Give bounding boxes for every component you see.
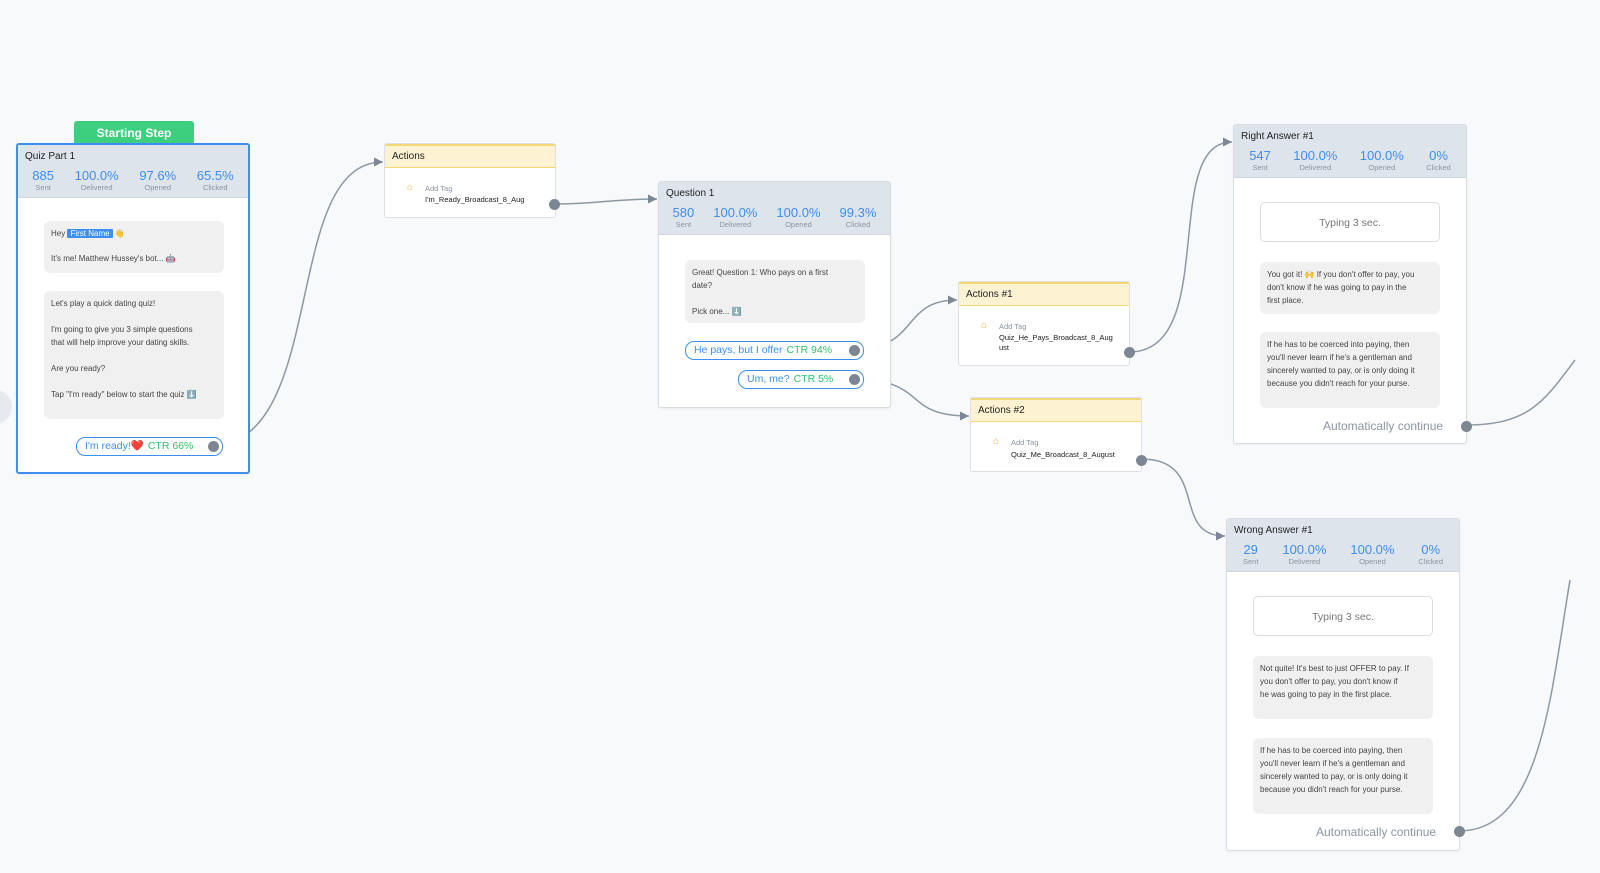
connector-wrong-continue bbox=[1458, 579, 1571, 832]
tag-icon: ⌂ bbox=[981, 320, 988, 331]
tag-value: Quiz_He_Pays_Broadcast_8_August bbox=[999, 333, 1113, 352]
stat-opened: 100.0%Opened bbox=[776, 205, 821, 229]
tag-icon: ⌂ bbox=[407, 182, 414, 193]
connector-dot[interactable] bbox=[208, 441, 219, 452]
connector-dot[interactable] bbox=[549, 199, 560, 210]
stat-clicked: 0%Clicked bbox=[1418, 542, 1443, 566]
message-bubble: You got it! 🙌 If you don't offer to pay,… bbox=[1260, 262, 1440, 314]
message-bubble: Great! Question 1: Who pays on a first d… bbox=[685, 260, 865, 323]
node-title: Question 1 bbox=[659, 182, 890, 203]
connector-dot[interactable] bbox=[849, 345, 860, 356]
first-name-variable: First Name bbox=[67, 229, 113, 238]
stat-delivered: 100.0%Delivered bbox=[1282, 542, 1327, 566]
node-actions-1[interactable]: Actions #1 ⌂ Add Tag Quiz_He_Pays_Broadc… bbox=[958, 281, 1135, 366]
connector-dot[interactable] bbox=[1454, 826, 1465, 837]
add-tag-label: Add Tag bbox=[425, 184, 453, 193]
stat-clicked: 65.5%Clicked bbox=[196, 168, 234, 192]
connector-right-continue bbox=[1465, 359, 1576, 426]
quick-reply-im-ready[interactable]: I'm ready!❤️CTR 66% bbox=[76, 437, 223, 456]
stat-clicked: 99.3%Clicked bbox=[839, 205, 877, 229]
message-bubble: Let's play a quick dating quiz! I'm goin… bbox=[44, 291, 224, 419]
node-title: Wrong Answer #1 bbox=[1227, 519, 1459, 540]
connector-dot[interactable] bbox=[1124, 347, 1135, 358]
auto-continue-label: Automatically continue bbox=[1316, 825, 1437, 839]
auto-continue-label: Automatically continue bbox=[1323, 419, 1444, 433]
tag-value: Quiz_Me_Broadcast_8_August bbox=[1011, 450, 1115, 459]
node-actions-2[interactable]: Actions #2 ⌂ Add Tag Quiz_Me_Broadcast_8… bbox=[970, 397, 1147, 472]
quick-reply-um-me[interactable]: Um, me?CTR 5% bbox=[738, 370, 864, 389]
connector-dot[interactable] bbox=[849, 374, 860, 385]
node-title: Actions bbox=[385, 144, 555, 168]
connector-dot[interactable] bbox=[1461, 421, 1472, 432]
message-bubble: Not quite! It's best to just OFFER to pa… bbox=[1253, 656, 1433, 719]
add-tag-label: Add Tag bbox=[1011, 438, 1039, 447]
stat-opened: 100.0%Opened bbox=[1359, 148, 1404, 172]
wave-emoji: 👋 bbox=[114, 229, 125, 238]
canvas-edge-handle[interactable] bbox=[0, 390, 12, 424]
connector-dot[interactable] bbox=[1136, 455, 1147, 466]
tag-value: I'm_Ready_Broadcast_8_Aug bbox=[425, 195, 525, 204]
stat-delivered: 100.0%Delivered bbox=[1293, 148, 1338, 172]
connector-actions2-to-wrong bbox=[1140, 458, 1226, 541]
message-bubble: If he has to be coerced into paying, the… bbox=[1253, 738, 1433, 814]
message-bubble: Hey First Name 👋 It's me! Matthew Hussey… bbox=[44, 221, 224, 273]
stat-opened: 97.6%Opened bbox=[139, 168, 177, 192]
starting-step-badge: Starting Step bbox=[74, 121, 194, 145]
message-bubble: If he has to be coerced into paying, the… bbox=[1260, 332, 1440, 408]
typing-indicator: Typing 3 sec. bbox=[1253, 596, 1433, 636]
node-title: Quiz Part 1 bbox=[18, 145, 248, 166]
connector-actions1-to-right bbox=[1128, 137, 1233, 353]
node-title: Actions #1 bbox=[959, 282, 1129, 306]
node-title: Actions #2 bbox=[971, 398, 1141, 422]
stat-clicked: 0%Clicked bbox=[1426, 148, 1451, 172]
stat-delivered: 100.0%Delivered bbox=[74, 168, 119, 192]
stat-opened: 100.0%Opened bbox=[1350, 542, 1395, 566]
typing-indicator: Typing 3 sec. bbox=[1260, 202, 1440, 242]
node-actions[interactable]: Actions ⌂ Add Tag I'm_Ready_Broadcast_8_… bbox=[384, 143, 560, 218]
connector-actions-to-q1 bbox=[553, 194, 658, 205]
tag-icon: ⌂ bbox=[993, 436, 1000, 447]
node-title: Right Answer #1 bbox=[1234, 125, 1466, 146]
add-tag-label: Add Tag bbox=[999, 322, 1027, 331]
stat-delivered: 100.0%Delivered bbox=[713, 205, 758, 229]
